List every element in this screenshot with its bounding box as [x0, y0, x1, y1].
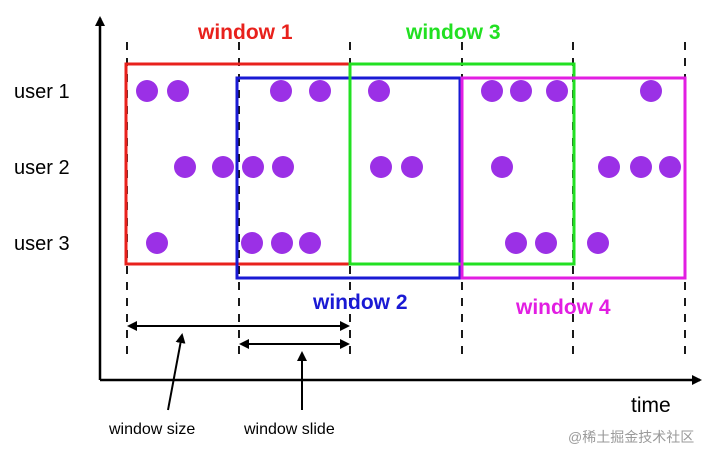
event-dot — [481, 80, 503, 102]
event-dot — [587, 232, 609, 254]
window-slide-label: window slide — [243, 421, 335, 438]
event-dot — [659, 156, 681, 178]
event-dot — [370, 156, 392, 178]
event-dot — [167, 80, 189, 102]
event-dot — [271, 232, 293, 254]
event-dot — [491, 156, 513, 178]
window-size-label: window size — [108, 421, 195, 438]
event-dot — [505, 232, 527, 254]
axes — [95, 16, 702, 385]
window-size-pointer — [167, 333, 186, 411]
event-dot — [510, 80, 532, 102]
event-dot — [401, 156, 423, 178]
window-2-label: window 2 — [312, 291, 408, 314]
event-dot — [146, 232, 168, 254]
event-dot — [309, 80, 331, 102]
window-4-box — [460, 76, 687, 280]
event-dot — [136, 80, 158, 102]
event-dot — [640, 80, 662, 102]
window-4-label: window 4 — [515, 296, 611, 319]
measurements — [127, 321, 350, 411]
event-dot — [242, 156, 264, 178]
time-axis-label: time — [631, 394, 671, 417]
event-dot — [598, 156, 620, 178]
event-dot — [272, 156, 294, 178]
event-dot — [630, 156, 652, 178]
window-3-label: window 3 — [405, 21, 501, 44]
user-3-label: user 3 — [14, 233, 70, 255]
window-1-label: window 1 — [197, 21, 293, 44]
events — [136, 80, 681, 254]
user-1-label: user 1 — [14, 81, 70, 103]
event-dot — [174, 156, 196, 178]
event-dot — [212, 156, 234, 178]
event-dot — [270, 80, 292, 102]
event-dot — [546, 80, 568, 102]
event-dot — [535, 232, 557, 254]
event-dot — [299, 232, 321, 254]
watermark: @稀土掘金技术社区 — [568, 429, 694, 445]
windows — [124, 62, 687, 280]
event-dot — [241, 232, 263, 254]
user-2-label: user 2 — [14, 157, 70, 179]
event-dot — [368, 80, 390, 102]
